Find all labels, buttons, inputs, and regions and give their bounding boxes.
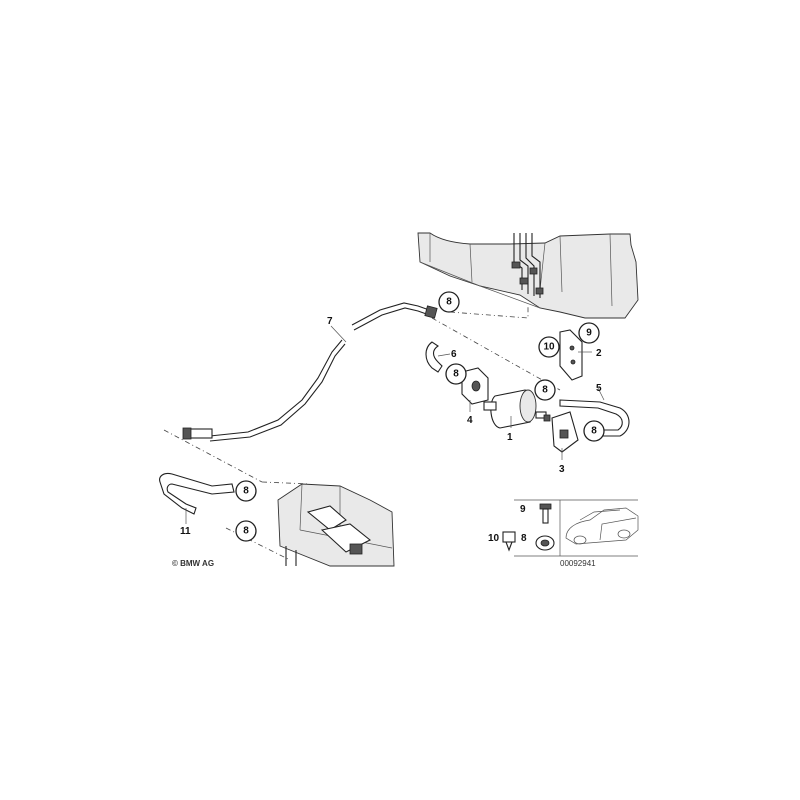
callout-3: 3 (559, 464, 565, 475)
legend-box: 9 10 8 00092941 (488, 499, 639, 568)
callout-8: 8 (453, 369, 459, 380)
circled-callout-8-mount: 8 (445, 363, 467, 385)
callout-5: 5 (596, 383, 602, 394)
rubber-mount-4 (461, 367, 489, 405)
legend-item-10: 10 (488, 533, 500, 544)
callout-4: 4 (467, 415, 473, 426)
callout-8: 8 (446, 297, 452, 308)
circled-callout-10: 10 (538, 336, 560, 358)
circled-callout-8-right: 8 (534, 379, 556, 401)
fuel-pump-1 (483, 389, 551, 429)
callout-8: 8 (243, 486, 249, 497)
callout-7: 7 (327, 316, 333, 327)
circled-callout-9: 9 (578, 322, 600, 344)
callout-8: 8 (591, 426, 597, 437)
reference-lines (163, 306, 561, 561)
legend-item-8: 8 (521, 533, 527, 544)
bolt-icon (539, 503, 552, 524)
callout-8: 8 (542, 385, 548, 396)
circled-callout-8-top: 8 (438, 291, 460, 313)
fuel-line-7 (182, 302, 438, 442)
callout-10: 10 (543, 342, 555, 353)
callout-8: 8 (243, 526, 249, 537)
callout-6: 6 (451, 349, 457, 360)
diagram-id: 00092941 (560, 559, 596, 568)
callout-1: 1 (507, 432, 513, 443)
hose-6 (425, 341, 443, 373)
bracket-3 (551, 411, 579, 453)
circled-callout-8-heater: 8 (235, 520, 257, 542)
leader-lines (185, 325, 605, 524)
circled-callout-8-bracket: 8 (583, 420, 605, 442)
legend-item-9: 9 (520, 504, 526, 515)
nut-icon (502, 531, 516, 552)
circled-callout-8-hose: 8 (235, 480, 257, 502)
hose-11 (159, 472, 235, 515)
callout-11: 11 (180, 526, 191, 537)
bracket-2 (559, 329, 583, 381)
callout-9: 9 (586, 328, 592, 339)
copyright: © BMW AG (172, 559, 214, 568)
fuel-tank (417, 232, 639, 319)
car-silhouette-icon (565, 507, 639, 545)
hose-clamp-icon (535, 535, 555, 551)
callout-2: 2 (596, 348, 602, 359)
heater-unit (277, 483, 395, 567)
copyright-text: © BMW AG (172, 559, 214, 568)
